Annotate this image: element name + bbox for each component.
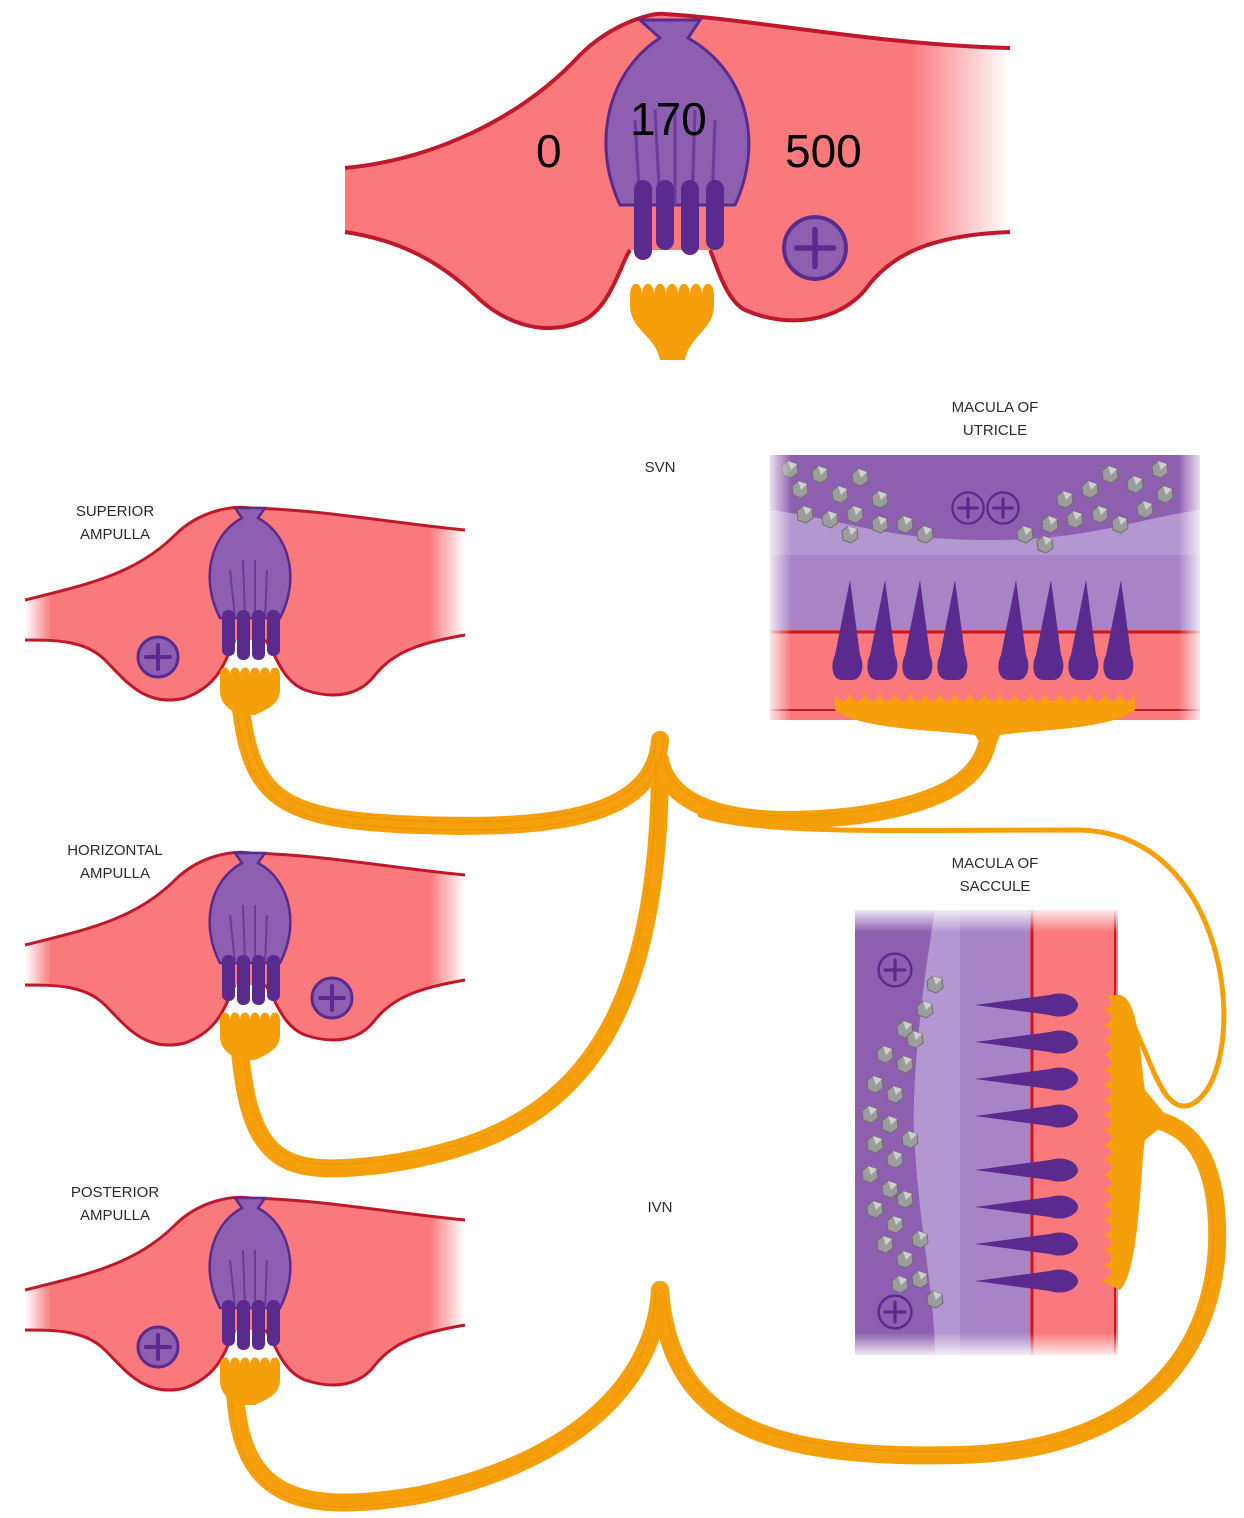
plus-circle-icon <box>784 217 846 279</box>
label-horizontal-line2: AMPULLA <box>80 865 150 882</box>
center-value: 170 <box>630 93 707 145</box>
label-superior-line2: AMPULLA <box>80 526 150 543</box>
plus-circle-icon <box>138 637 178 677</box>
label-svn: SVN <box>645 459 676 476</box>
label-saccule-line1: MACULA OF <box>952 855 1039 872</box>
plus-circle-icon <box>312 978 352 1018</box>
macula-saccule <box>855 910 1170 1355</box>
nerve-ending <box>630 284 714 360</box>
label-horizontal-line1: HORIZONTAL <box>67 842 163 859</box>
label-saccule-line2: SACCULE <box>960 878 1031 895</box>
posterior-ampulla <box>25 1197 465 1405</box>
label-ivn: IVN <box>647 1199 672 1216</box>
left-value: 0 <box>536 125 562 177</box>
plus-circle-icon <box>138 1327 178 1367</box>
top-ampulla: 0 170 500 <box>345 14 1010 360</box>
label-utricle-line1: MACULA OF <box>952 399 1039 416</box>
macula-utricle <box>770 455 1200 760</box>
label-posterior-line1: POSTERIOR <box>71 1184 160 1201</box>
right-value: 500 <box>785 125 862 177</box>
label-utricle-line2: UTRICLE <box>963 422 1027 439</box>
label-posterior-line2: AMPULLA <box>80 1207 150 1224</box>
label-superior-line1: SUPERIOR <box>76 503 155 520</box>
horizontal-ampulla <box>25 852 465 1060</box>
